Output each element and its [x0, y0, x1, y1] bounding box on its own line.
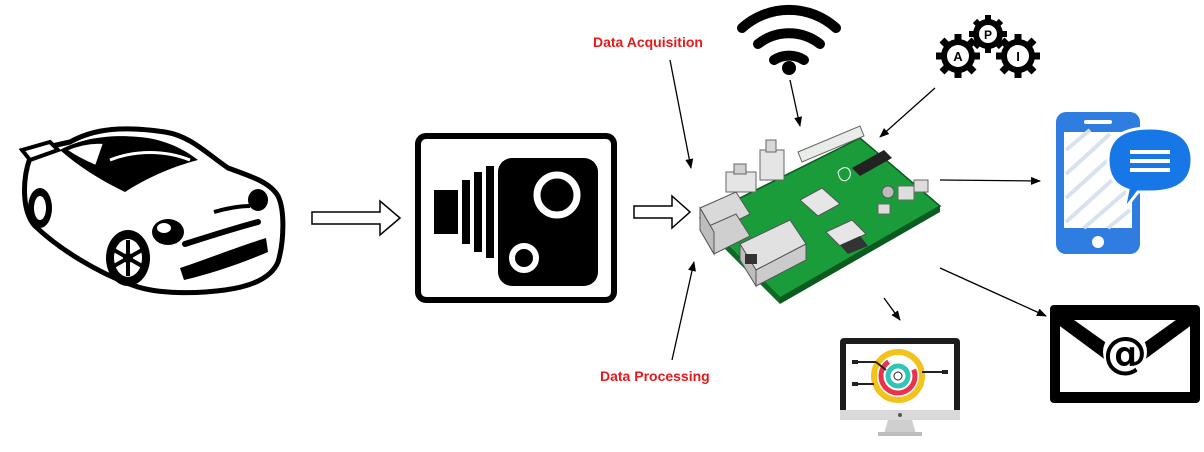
gear-p: P — [969, 15, 1007, 53]
block-arrow-car-camera — [311, 199, 402, 237]
label-data-acquisition: Data Acquisition — [593, 34, 703, 50]
arrow-board-to-monitor — [883, 297, 901, 321]
speed-camera-icon — [415, 133, 617, 303]
wifi-icon — [737, 4, 841, 75]
arrow-processing-to-board — [671, 261, 696, 361]
arrow-wifi-to-board — [789, 79, 802, 127]
arrow-board-to-phone — [939, 176, 1041, 185]
car-icon — [18, 126, 286, 296]
gear-a: A — [936, 34, 980, 78]
computer-monitor-icon — [840, 338, 960, 436]
email-envelope-icon: @ — [1050, 305, 1200, 403]
svg-text:I: I — [1016, 49, 1020, 64]
arrow-board-to-email — [939, 267, 1047, 317]
block-arrow-camera-board — [633, 194, 692, 230]
svg-text:@: @ — [1103, 328, 1147, 379]
api-gears-icon: A P I — [936, 15, 1040, 78]
raspberry-pi-board-icon — [698, 125, 942, 304]
svg-text:P: P — [984, 28, 992, 42]
gear-i: I — [996, 34, 1040, 78]
svg-text:A: A — [953, 49, 963, 64]
label-data-processing: Data Processing — [600, 368, 710, 384]
arrow-acquisition-to-board — [669, 59, 694, 169]
smartphone-message-icon — [1056, 112, 1194, 254]
arrow-api-to-board — [879, 87, 936, 138]
